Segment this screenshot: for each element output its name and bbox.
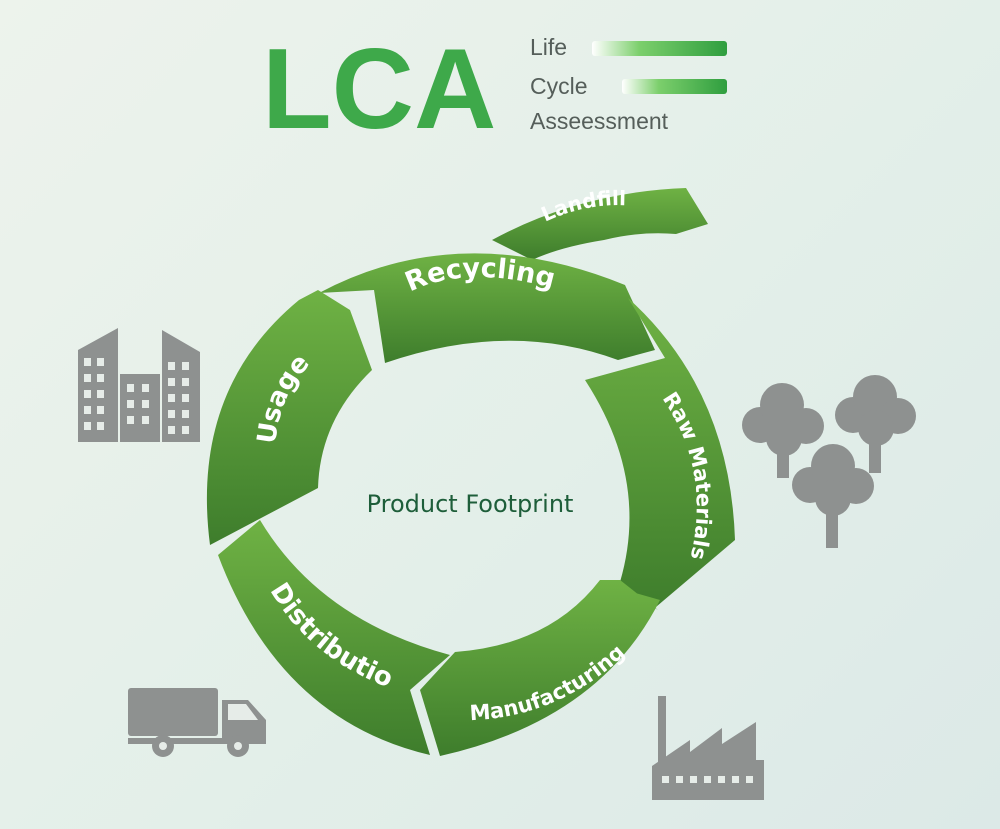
factory-icon [652, 696, 764, 800]
center-label: Product Footprint [367, 490, 574, 518]
truck-icon [128, 688, 266, 757]
segment-manufacturing [420, 580, 660, 756]
logo-word-life: Life [530, 34, 567, 60]
segment-recycling [319, 253, 655, 363]
logo-word-cycle: Cycle [530, 73, 588, 99]
lca-logo: LCA Life Cycle Asseessment [262, 26, 727, 153]
segment-usage [206, 290, 372, 545]
logo-bar-top [592, 41, 727, 56]
logo-bar-bottom [622, 79, 727, 94]
logo-acronym: LCA [262, 26, 496, 153]
segment-landfill [492, 188, 708, 260]
trees-icon [742, 375, 916, 548]
logo-word-assessment: Asseessment [530, 108, 669, 134]
buildings-icon [78, 328, 200, 442]
segment-raw-materials [585, 298, 735, 612]
cycle-ring [206, 188, 735, 756]
segment-distribution [218, 520, 450, 755]
